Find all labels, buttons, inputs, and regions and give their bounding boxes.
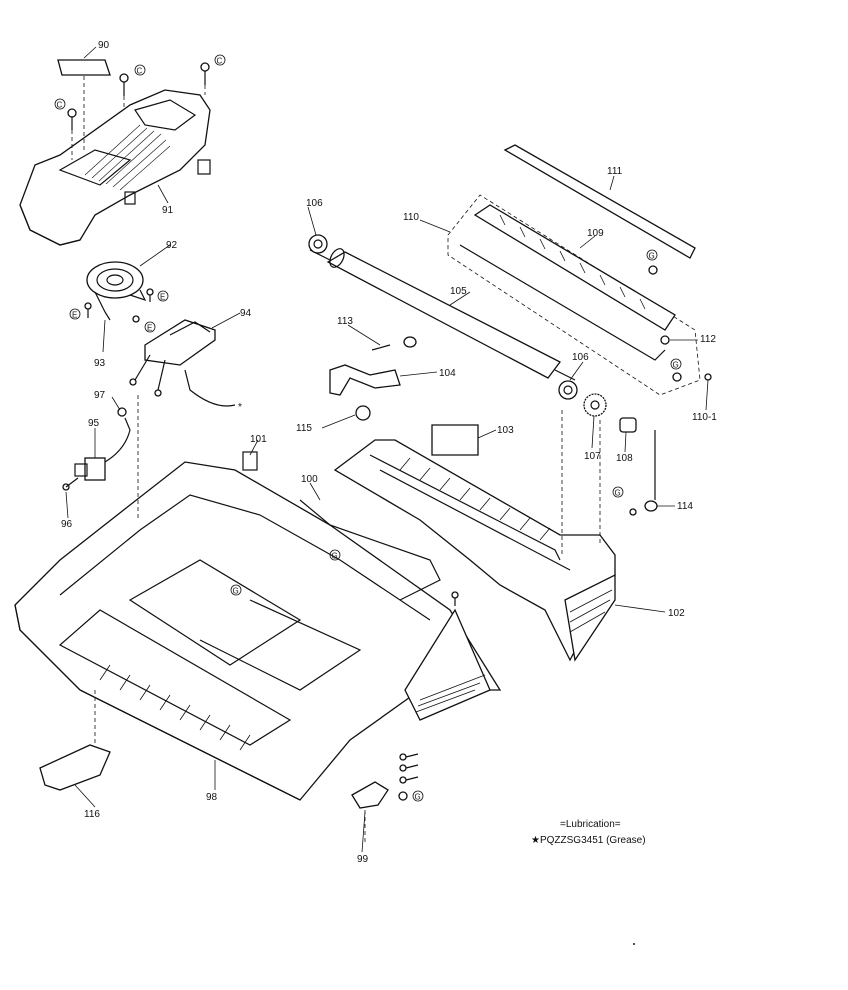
callout-labels: 90 91 92 93 94 95 96 97 98 99 100 101 10…	[61, 40, 717, 865]
blade-part-111	[503, 144, 696, 259]
bushing-part-115	[355, 405, 371, 421]
callout-106-left: 106	[306, 198, 323, 209]
lever-part-104	[329, 364, 401, 396]
marker-e-2: E	[147, 324, 152, 333]
marker-g-3: G	[615, 489, 621, 498]
label-part-90	[57, 59, 111, 76]
callout-109: 109	[587, 228, 604, 239]
callout-110: 110	[403, 212, 419, 223]
bushing-part-106-right	[558, 380, 578, 400]
callout-100: 100	[301, 474, 318, 485]
callout-94: 94	[240, 308, 252, 319]
marker-c-2: C	[217, 57, 223, 66]
alignment-lines	[83, 76, 601, 845]
lubrication-note: =Lubrication= ★PQZZSG3451 (Grease)	[531, 819, 646, 846]
callout-110-1: 110-1	[692, 412, 717, 423]
clip-part-116	[39, 690, 111, 791]
callout-102: 102	[668, 608, 685, 619]
marker-g-5: G	[233, 587, 239, 596]
platen-roller-part-105	[309, 248, 576, 381]
bracket-part-94	[129, 319, 236, 407]
knob-part-108	[619, 417, 637, 433]
marker-c-3: C	[57, 101, 63, 110]
callout-101: 101	[250, 434, 267, 445]
callout-106-right: 106	[572, 352, 589, 363]
callout-104: 104	[439, 368, 456, 379]
callout-96: 96	[61, 519, 73, 530]
callout-107: 107	[584, 451, 601, 462]
screw-group-base	[398, 372, 682, 801]
callout-111: 111	[607, 166, 623, 177]
callout-93: 93	[94, 358, 106, 369]
spring-part-113	[371, 336, 417, 351]
cutter-assembly-part-110	[447, 194, 701, 396]
base-chassis-part-98	[14, 451, 502, 801]
callout-97: 97	[94, 390, 106, 401]
marker-g-1: G	[649, 252, 655, 261]
callout-103: 103	[497, 425, 514, 436]
label-part-103	[431, 424, 479, 456]
paper-guide-part-100	[299, 499, 459, 606]
marker-e-1: E	[72, 311, 77, 320]
screw-part-112	[648, 265, 712, 381]
speaker-part-92	[84, 261, 154, 323]
switch-part-95	[62, 407, 131, 491]
washer-part-114	[644, 430, 658, 512]
screw-type-markers: C C C E E E G G G G G G	[54, 54, 682, 802]
marker-e-3: E	[160, 293, 165, 302]
callout-105: 105	[450, 286, 467, 297]
callout-113: 113	[337, 316, 353, 327]
callout-115: 115	[296, 423, 312, 434]
callout-95: 95	[88, 418, 100, 429]
marker-c-1: C	[137, 67, 143, 76]
bushing-part-106-left	[308, 234, 328, 254]
marker-g-6: G	[332, 552, 338, 561]
callout-112: 112	[700, 334, 716, 345]
callout-99: 99	[357, 854, 369, 865]
callout-108: 108	[616, 453, 633, 464]
callout-91: 91	[162, 205, 174, 216]
frame-part-102	[333, 439, 616, 662]
screw-group-top-cover	[67, 62, 210, 160]
callout-98: 98	[206, 792, 218, 803]
callout-116: 116	[84, 809, 100, 820]
callout-90: 90	[98, 40, 110, 51]
speck-dot	[633, 943, 635, 945]
callout-114: 114	[677, 501, 693, 512]
marker-g-2: G	[673, 361, 679, 370]
foot-part-99	[351, 781, 389, 809]
lubrication-item: ★PQZZSG3451 (Grease)	[531, 835, 646, 846]
gear-part-107	[583, 393, 607, 417]
star-grease-mark: *	[238, 402, 242, 413]
callout-92: 92	[166, 240, 178, 251]
lubrication-heading: =Lubrication=	[560, 819, 621, 830]
marker-g-4: G	[415, 793, 421, 802]
leader-lines	[65, 46, 709, 853]
top-cover-assembly	[19, 89, 211, 246]
